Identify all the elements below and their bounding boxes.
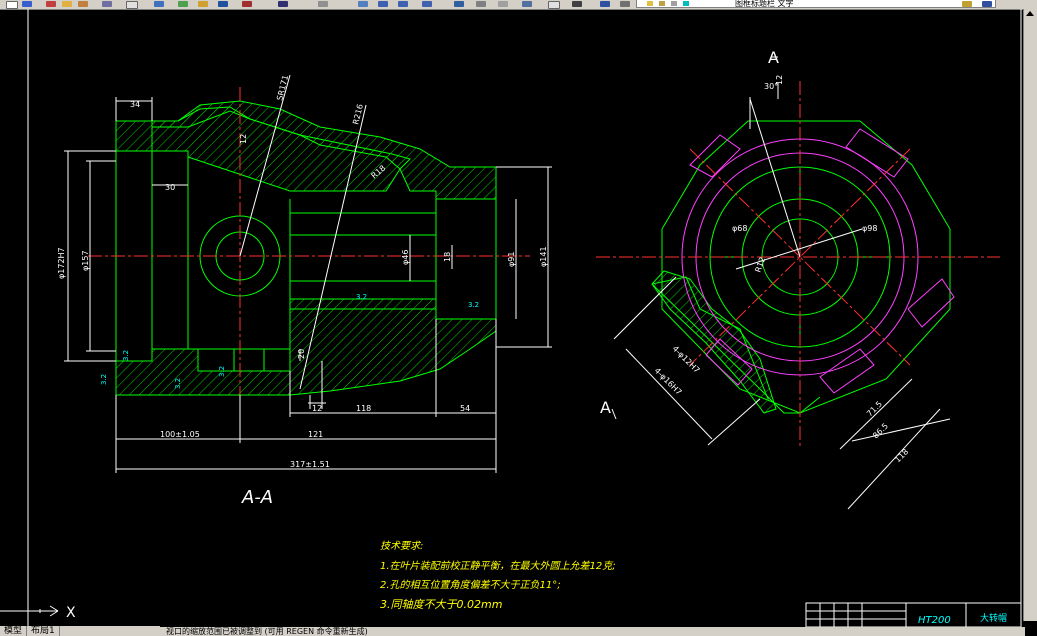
drawing-canvas[interactable]: 34 30 12 20 12 118 54 100±1.05 121 317±1…	[0, 9, 1024, 627]
section-marker-bottom: A	[600, 398, 611, 417]
command-line[interactable]: 视口的缩放范围已被调整到 (可用 REGEN 命令重新生成)	[160, 627, 1025, 636]
note-3: 3.同轴度不大于0.02mm	[380, 598, 502, 611]
roughness-5: 3.2	[356, 293, 367, 301]
tab-layout1[interactable]: 布局1	[27, 626, 60, 636]
matchprop-icon[interactable]	[100, 0, 114, 8]
dim-100: 100±1.05	[160, 430, 200, 439]
tab-model[interactable]: 模型	[0, 626, 28, 636]
layer-states-icon[interactable]	[598, 0, 612, 8]
multileader-style-icon[interactable]	[520, 0, 534, 8]
layer-color-icon	[683, 1, 689, 6]
properties-icon[interactable]	[276, 0, 290, 8]
centerlines-left	[88, 87, 530, 439]
dim-sr171: SR171	[275, 74, 290, 101]
leaders-right	[611, 56, 951, 510]
dim-12-bottom: 12	[312, 404, 322, 413]
section-label: A-A	[241, 487, 273, 508]
roughness-4: 3.2	[218, 366, 226, 377]
ucs-x-label: X	[66, 605, 76, 621]
roughness-3: 3.2	[174, 378, 182, 389]
sun-icon	[659, 1, 665, 6]
dim-style-icon[interactable]	[474, 0, 488, 8]
roughness-2: 3.2	[100, 374, 108, 385]
hatch-bottom-shell	[115, 298, 497, 396]
dim-34: 34	[130, 100, 140, 109]
layer-dropdown[interactable]: 图框标题栏 文字	[636, 0, 996, 8]
title-block	[805, 602, 1022, 627]
standard-toolbar: 图框标题栏 文字	[0, 0, 1037, 10]
dim-phi141: φ141	[539, 246, 548, 267]
table-style-icon[interactable]	[496, 0, 510, 8]
layer-prev-icon[interactable]	[980, 0, 994, 8]
dim-phi172: φ172H7	[57, 247, 66, 279]
help-icon[interactable]	[396, 0, 410, 8]
ucs-icon	[0, 605, 59, 617]
vertical-scrollbar[interactable]	[1023, 9, 1037, 621]
zoom-previous-icon[interactable]	[240, 0, 254, 8]
note-1: 1.在叶片装配前校正静平衡，在最大外圆上允差12克;	[380, 560, 616, 572]
dim-54: 54	[460, 404, 470, 413]
dim-phi46: φ46	[401, 250, 410, 265]
dim-18: 18	[443, 252, 452, 262]
dim-20: 20	[297, 349, 306, 359]
dim-12-right: 12	[775, 75, 784, 85]
save-icon[interactable]	[20, 0, 34, 8]
section-marker-top: A	[768, 48, 779, 67]
help-icon[interactable]	[420, 0, 434, 8]
zoom-window-icon[interactable]	[216, 0, 230, 8]
lock-icon	[671, 1, 677, 6]
material-label: HT200	[918, 615, 951, 626]
dim-118-right: 118	[893, 447, 910, 464]
dimensions-left	[64, 97, 552, 473]
redo-icon[interactable]	[152, 0, 166, 8]
calculator-icon[interactable]	[376, 0, 390, 8]
cut-icon[interactable]	[44, 0, 58, 8]
roughness-1: 3.2	[122, 350, 130, 361]
new-icon[interactable]	[4, 0, 18, 9]
centerlines-right	[596, 81, 1000, 449]
hatch-top-outer	[115, 100, 497, 200]
dim-12-top: 12	[239, 134, 248, 144]
design-center-icon[interactable]	[316, 0, 330, 8]
tool-palette-icon[interactable]	[356, 0, 370, 8]
dim-phi98: φ98	[862, 224, 877, 233]
grid-icon[interactable]	[570, 0, 584, 8]
layer-previous-icon[interactable]	[618, 0, 632, 8]
dim-118-left: 118	[356, 404, 371, 413]
dim-30: 30	[165, 183, 175, 192]
scroll-up-icon[interactable]	[1026, 11, 1034, 16]
layer-name: 图框标题栏 文字	[735, 0, 794, 8]
zoom-realtime-icon[interactable]	[196, 0, 210, 8]
dim-317: 317±1.51	[290, 460, 330, 469]
hatch-right-rib	[651, 270, 777, 414]
dim-30deg: 30°	[764, 82, 778, 91]
note-2: 2.孔的相互位置角度偏差不大于正负11°;	[380, 579, 561, 591]
pan-icon[interactable]	[176, 0, 190, 8]
undo-icon[interactable]	[124, 0, 138, 9]
section-view	[115, 100, 497, 396]
drawing-frame	[27, 9, 1022, 627]
technical-notes: 技术要求: 1.在叶片装配前校正静平衡，在最大外圆上允差12克; 2.孔的相互位…	[380, 540, 616, 611]
dim-86-5: 86.5	[871, 421, 890, 440]
notes-title: 技术要求:	[380, 540, 423, 552]
layer-icon[interactable]	[546, 0, 560, 9]
dim-phi91: φ91	[507, 252, 516, 267]
roughness-6: 3.2	[468, 301, 479, 309]
part-name-label: 大转帽	[980, 612, 1007, 624]
dim-phi68: φ68	[732, 224, 747, 233]
make-current-icon[interactable]	[960, 0, 974, 8]
dim-r216: R216	[351, 103, 365, 125]
dim-4phi12: 4-φ12H7	[671, 344, 702, 375]
leaders-left	[239, 74, 367, 390]
dim-phi157: φ157	[81, 250, 90, 271]
lightbulb-icon	[647, 1, 653, 6]
dim-121: 121	[308, 430, 323, 439]
text-style-icon[interactable]	[452, 0, 466, 8]
paste-icon[interactable]	[76, 0, 90, 8]
layout-tabs: 模型布局1	[0, 626, 160, 636]
copy-icon[interactable]	[60, 0, 74, 8]
